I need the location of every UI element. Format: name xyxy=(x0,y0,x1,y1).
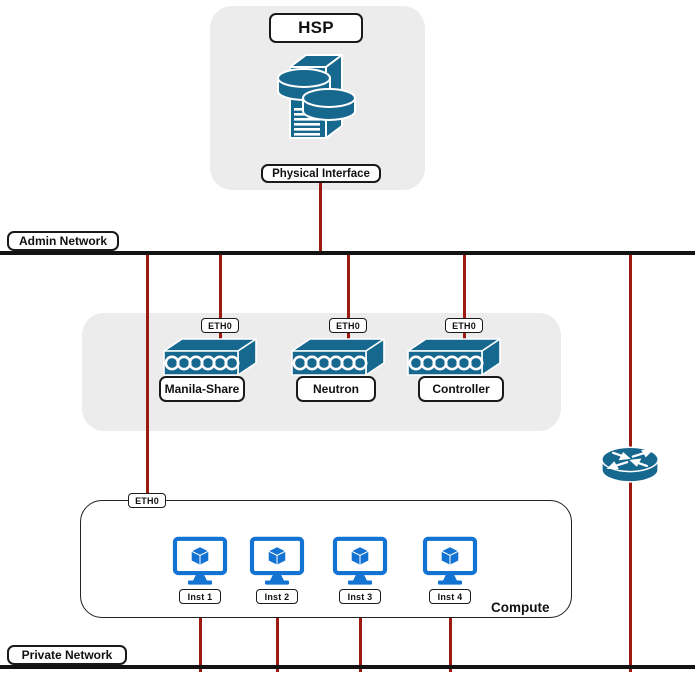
inst3-label: Inst 3 xyxy=(339,589,381,604)
controller-label: Controller xyxy=(418,376,504,402)
admin-network-label: Admin Network xyxy=(7,231,119,251)
instance-monitor-icon xyxy=(172,536,228,586)
storage-server-icon xyxy=(263,52,363,152)
controller-text: Controller xyxy=(432,382,490,396)
link-admin-neutron xyxy=(346,255,350,318)
physical-interface-label: Physical Interface xyxy=(261,164,381,183)
neutron-label: Neutron xyxy=(296,376,376,402)
inst4-text: Inst 4 xyxy=(437,591,463,602)
instance-monitor-icon xyxy=(422,536,478,586)
compute-text: Compute xyxy=(491,600,550,615)
admin-network-line xyxy=(0,251,695,255)
manila-eth0-label: ETH0 xyxy=(201,318,239,333)
compute-box xyxy=(80,500,572,618)
instance-monitor-icon xyxy=(332,536,388,586)
link-neutron-stub xyxy=(346,333,350,342)
compute-label: Compute xyxy=(491,600,550,615)
link-inst1-private xyxy=(198,604,202,672)
link-admin-manila xyxy=(218,255,222,318)
link-admin-compute xyxy=(145,255,149,495)
instance-monitor-icon xyxy=(249,536,305,586)
admin-network-text: Admin Network xyxy=(18,234,107,248)
manila-eth0-text: ETH0 xyxy=(208,320,232,331)
switch-icon xyxy=(406,337,502,377)
private-network-text: Private Network xyxy=(21,648,113,662)
router-icon xyxy=(600,444,660,486)
manila-share-text: Manila-Share xyxy=(164,382,240,396)
switch-icon xyxy=(162,337,258,377)
hsp-title-text: HSP xyxy=(298,18,334,37)
manila-share-label: Manila-Share xyxy=(159,376,245,402)
link-manila-stub xyxy=(218,333,222,342)
inst1-label: Inst 1 xyxy=(179,589,221,604)
inst2-label: Inst 2 xyxy=(256,589,298,604)
link-hsp-admin xyxy=(319,183,322,252)
inst3-text: Inst 3 xyxy=(347,591,373,602)
inst4-label: Inst 4 xyxy=(429,589,471,604)
controller-eth0-label: ETH0 xyxy=(445,318,483,333)
compute-eth0-label: ETH0 xyxy=(128,493,166,508)
switch-icon xyxy=(290,337,386,377)
inst1-text: Inst 1 xyxy=(187,591,213,602)
neutron-text: Neutron xyxy=(313,382,359,396)
private-network-line xyxy=(0,665,695,669)
link-inst2-private xyxy=(275,604,279,672)
hsp-title-label: HSP xyxy=(269,13,363,43)
link-admin-controller xyxy=(462,255,466,318)
neutron-eth0-label: ETH0 xyxy=(329,318,367,333)
inst2-text: Inst 2 xyxy=(264,591,290,602)
neutron-eth0-text: ETH0 xyxy=(336,320,360,331)
link-inst4-private xyxy=(448,604,452,672)
compute-eth0-text: ETH0 xyxy=(135,495,159,506)
private-network-label: Private Network xyxy=(7,645,127,665)
link-controller-stub xyxy=(462,333,466,342)
physical-interface-text: Physical Interface xyxy=(272,167,370,180)
controller-eth0-text: ETH0 xyxy=(452,320,476,331)
link-inst3-private xyxy=(358,604,362,672)
